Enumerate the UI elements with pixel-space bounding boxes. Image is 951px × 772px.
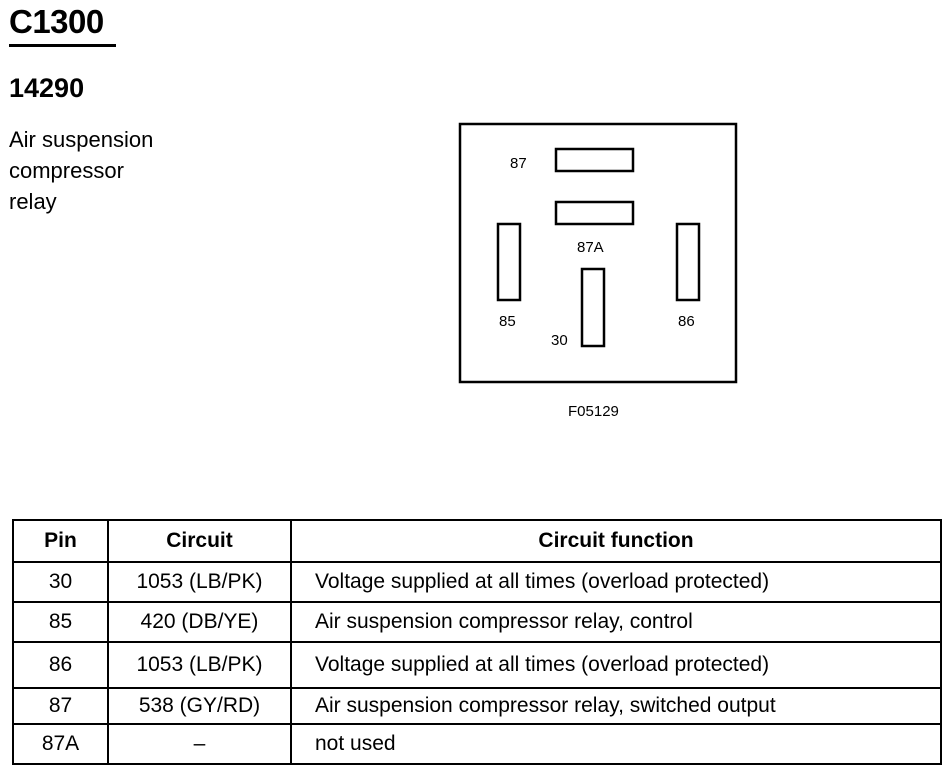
cell-pin: 87A xyxy=(12,723,109,765)
cell-function: Air suspension compressor relay, control xyxy=(290,601,942,643)
header-pin: Pin xyxy=(12,519,109,563)
component-description: Air suspension compressor relay xyxy=(9,124,209,217)
table-row: 85 420 (DB/YE) Air suspension compressor… xyxy=(12,601,942,643)
table-row: 30 1053 (LB/PK) Voltage supplied at all … xyxy=(12,561,942,603)
cell-function: Voltage supplied at all times (overload … xyxy=(290,561,942,603)
pin-87-label: 87 xyxy=(510,155,527,172)
table-row: 87 538 (GY/RD) Air suspension compressor… xyxy=(12,687,942,725)
connector-face-diagram: 87 87A 85 30 86 F05129 xyxy=(458,122,738,420)
title-underline xyxy=(9,44,116,47)
cell-circuit: 1053 (LB/PK) xyxy=(107,641,292,689)
table-row: 86 1053 (LB/PK) Voltage supplied at all … xyxy=(12,641,942,689)
pin-function-table: Pin Circuit Circuit function 30 1053 (LB… xyxy=(12,519,942,765)
cell-function: Voltage supplied at all times (overload … xyxy=(290,641,942,689)
pin-87a-label: 87A xyxy=(577,239,604,256)
cell-function: not used xyxy=(290,723,942,765)
table-row: 87A – not used xyxy=(12,723,942,765)
cell-pin: 30 xyxy=(12,561,109,603)
pin-86-label: 86 xyxy=(678,313,695,330)
pin-85-label: 85 xyxy=(499,313,516,330)
cell-circuit: 420 (DB/YE) xyxy=(107,601,292,643)
connector-housing-outline xyxy=(458,122,738,384)
pin-85-terminal xyxy=(496,222,522,302)
cell-pin: 86 xyxy=(12,641,109,689)
cell-circuit: 1053 (LB/PK) xyxy=(107,561,292,603)
pin-30-label: 30 xyxy=(551,332,568,349)
table-header-row: Pin Circuit Circuit function xyxy=(12,519,942,563)
description-line-2: compressor xyxy=(9,158,124,183)
header-circuit-function: Circuit function xyxy=(290,519,942,563)
cell-pin: 85 xyxy=(12,601,109,643)
figure-code: F05129 xyxy=(568,403,619,420)
cell-circuit: – xyxy=(107,723,292,765)
cell-function: Air suspension compressor relay, switche… xyxy=(290,687,942,725)
pin-87a-terminal xyxy=(554,200,635,226)
pin-86-terminal xyxy=(675,222,701,302)
part-number: 14290 xyxy=(9,73,85,103)
connector-id-title: C1300 xyxy=(9,3,104,40)
header-circuit: Circuit xyxy=(107,519,292,563)
pin-30-terminal xyxy=(580,267,606,348)
description-line-1: Air suspension xyxy=(9,127,154,152)
description-line-3: relay xyxy=(9,189,57,214)
pin-87-terminal xyxy=(554,147,635,173)
cell-pin: 87 xyxy=(12,687,109,725)
cell-circuit: 538 (GY/RD) xyxy=(107,687,292,725)
